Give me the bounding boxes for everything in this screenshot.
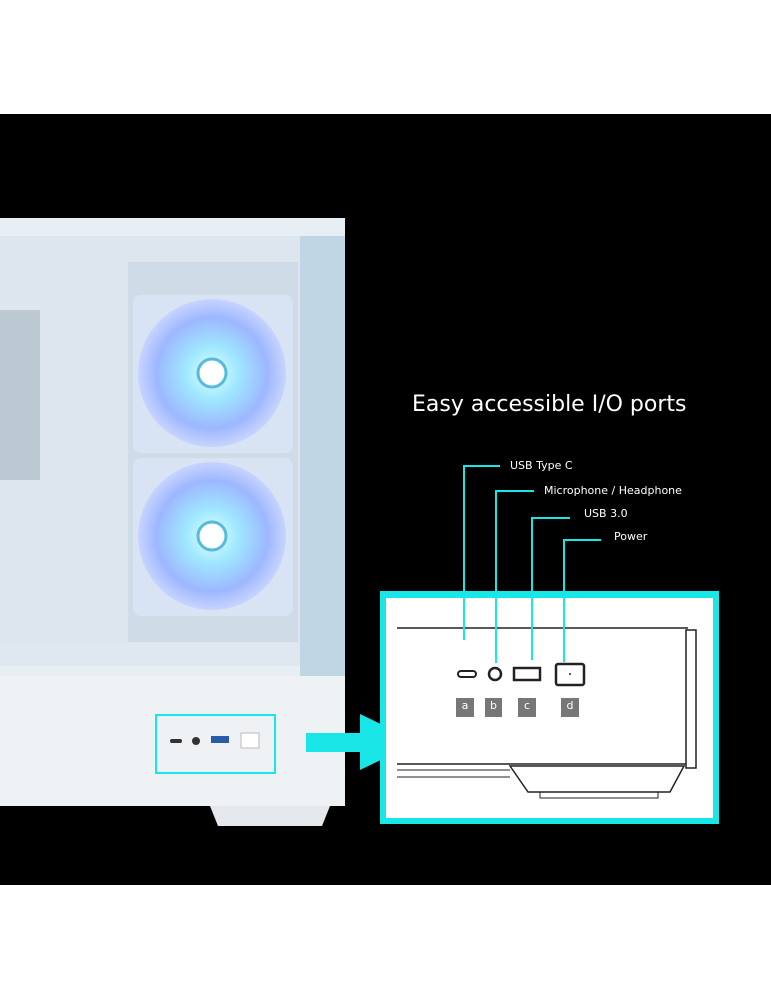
audio-jack-icon (487, 666, 503, 682)
io-detail-box (380, 591, 719, 824)
label-power: Power (614, 530, 648, 543)
label-usb-3: USB 3.0 (584, 507, 628, 520)
badge-b: b (490, 699, 497, 712)
fan-icon (133, 295, 293, 453)
label-usb-type-c: USB Type C (510, 459, 573, 472)
badge-c: c (523, 699, 531, 712)
badge-d: d (566, 699, 574, 712)
pc-case (0, 218, 345, 826)
label-microphone-headphone: Microphone / Headphone (544, 484, 682, 497)
section-title: Easy accessible I/O ports (412, 392, 687, 417)
usb-3-port-icon (512, 666, 542, 682)
arrow-icon (306, 714, 418, 770)
fan-icon (133, 458, 293, 616)
badge-a: a (461, 699, 469, 712)
usb-c-port-icon (457, 670, 477, 678)
leader-lines (463, 465, 601, 663)
